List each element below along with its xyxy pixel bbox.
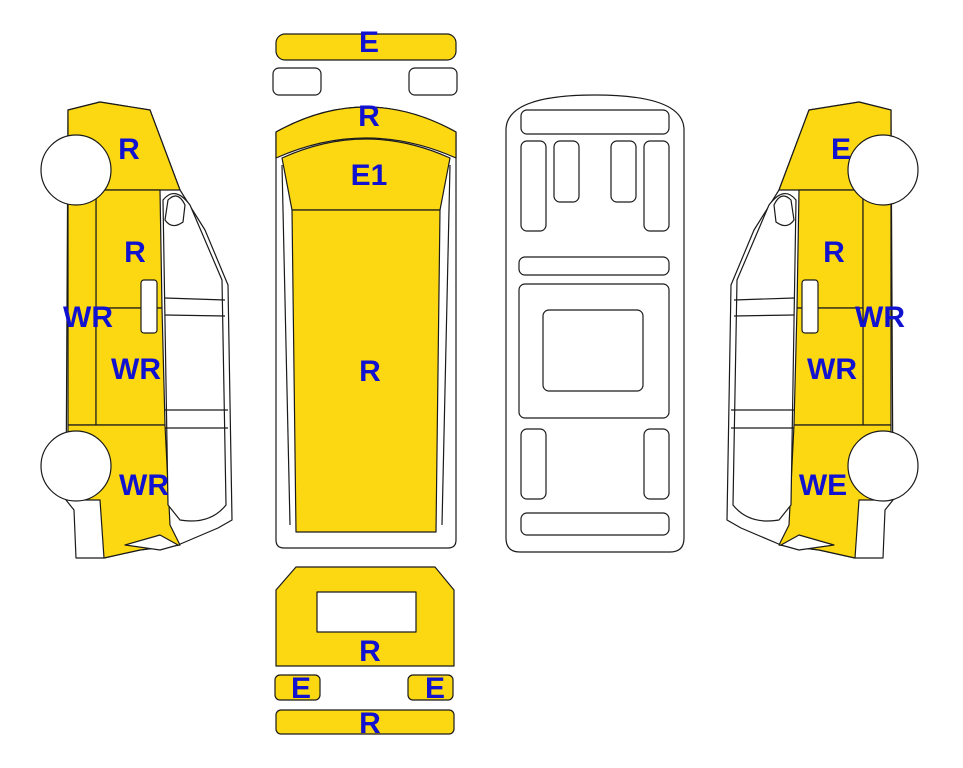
label-rear-door: R (359, 635, 381, 668)
right-mirror[interactable] (773, 195, 795, 227)
underside-view (505, 94, 685, 553)
underside-panel-centre (542, 309, 644, 392)
label-left-rear-quarter: WR (119, 469, 169, 502)
label-bonnet: R (358, 100, 380, 133)
rear-light-right[interactable] (407, 674, 454, 701)
right-window-bar-2 (733, 314, 795, 317)
left-rear-wheel[interactable] (40, 430, 112, 502)
rear-light-left[interactable] (274, 674, 321, 701)
rear-view (274, 566, 455, 735)
underside-panel-a (520, 140, 547, 232)
label-rear-light-right: E (425, 672, 445, 705)
left-step (124, 534, 179, 551)
underside-panel-rear (520, 512, 670, 536)
right-window-frame (732, 193, 797, 522)
headlight-left[interactable] (272, 67, 322, 96)
label-left-front-door: R (124, 236, 146, 269)
bonnet[interactable] (275, 106, 457, 159)
underside-panel-e (520, 428, 547, 500)
right-step (780, 534, 835, 551)
headlight-right[interactable] (408, 67, 458, 96)
right-rear-wheel[interactable] (847, 430, 919, 502)
damage-labels: E R E1 R R R WR WR WR E R WR WR WE R E E… (63, 26, 905, 740)
body-side-line-right (441, 164, 451, 526)
rear-window (316, 591, 417, 633)
rear-bumper[interactable] (275, 709, 455, 735)
body-side-line-left (281, 164, 291, 526)
label-right-front-wing: E (831, 133, 851, 166)
underside-panel-d (643, 140, 670, 232)
label-roof: R (359, 355, 381, 388)
left-window-bar-2 (164, 314, 226, 317)
windscreen-area[interactable] (281, 138, 451, 211)
left-front-wheel[interactable] (40, 134, 112, 206)
right-window-bar-1 (733, 297, 795, 301)
underside-panel-bar (518, 256, 670, 276)
right-door-handle[interactable] (801, 279, 819, 334)
left-window-bar-1 (164, 297, 226, 301)
left-mirror[interactable] (164, 195, 186, 227)
label-front-bumper: E (359, 26, 379, 59)
roof[interactable] (291, 209, 441, 533)
label-left-front-wing: R (118, 133, 140, 166)
label-windscreen-area: E1 (351, 159, 388, 192)
label-rear-bumper: R (359, 707, 381, 740)
label-right-rear-quarter: WE (799, 469, 847, 502)
label-right-front-door: R (823, 236, 845, 269)
right-side-view (726, 101, 919, 559)
underside-panel-front (520, 109, 670, 135)
left-side-view (40, 101, 233, 559)
underside-panel-c (610, 140, 637, 203)
left-door-handle[interactable] (140, 279, 158, 334)
left-window-frame (162, 193, 227, 522)
label-left-centre-pillar: WR (63, 301, 113, 334)
underside-panel-f (643, 428, 670, 500)
label-rear-light-left: E (291, 672, 311, 705)
front-bumper[interactable] (275, 33, 457, 61)
label-right-sliding-door: WR (807, 353, 857, 386)
underside-panel-b (553, 140, 580, 203)
front-view (272, 33, 458, 549)
right-front-wheel[interactable] (847, 134, 919, 206)
label-right-centre-pillar: WR (855, 301, 905, 334)
label-left-sliding-door: WR (111, 353, 161, 386)
